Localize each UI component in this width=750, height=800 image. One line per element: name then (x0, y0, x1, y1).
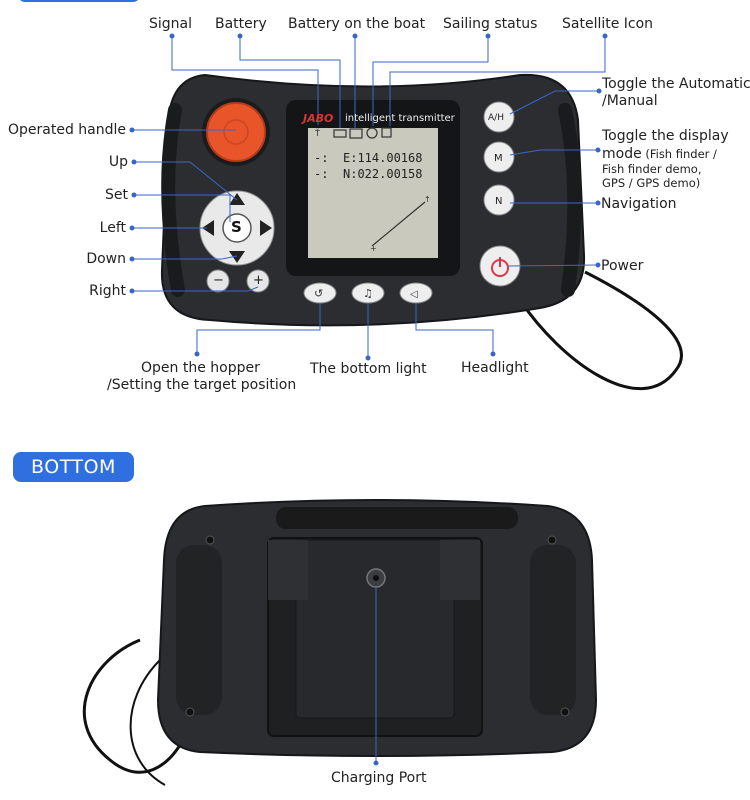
screw-br (560, 707, 570, 717)
lcd-sailing-icon (366, 127, 378, 139)
device-title: intelligent transmitter (345, 113, 455, 124)
screw-tr (547, 535, 557, 545)
label-toggle-display-2: mode (Fish finder / (602, 146, 717, 163)
label-sailing-status: Sailing status (443, 16, 538, 32)
label-toggle-display-mode: mode (602, 146, 642, 162)
bottom-grip-right (530, 545, 576, 715)
clip-tab-left (268, 540, 308, 600)
label-operated-handle: Operated handle (7, 122, 126, 138)
headlight-icon: ◁ (410, 289, 418, 300)
lcd-prefix-1: -: (314, 151, 329, 165)
label-signal: Signal (149, 16, 193, 32)
right-grip (558, 103, 582, 297)
label-headlight: Headlight (461, 360, 529, 376)
bottom-strap-2 (129, 659, 166, 786)
leader-lines (132, 36, 606, 358)
set-button-label: S (231, 218, 242, 236)
bottom-strap (82, 638, 190, 774)
lcd-boat-battery-icon (349, 128, 363, 139)
lcd-satellite-icon (381, 127, 392, 138)
bottom-grip-left (176, 545, 222, 715)
clip (295, 539, 455, 719)
m-button[interactable] (483, 141, 515, 173)
minus-label: − (213, 273, 224, 288)
down-arrow-icon[interactable] (229, 251, 245, 263)
label-battery-boat: Battery on the boat (288, 16, 426, 32)
lcd-battery-icon (333, 129, 347, 138)
label-toggle-display-3: Fish finder demo, (602, 162, 702, 176)
screw-bl (185, 707, 195, 717)
label-toggle-auto-1: Toggle the Automatic (602, 76, 750, 92)
label-satellite-icon: Satellite Icon (562, 16, 654, 32)
lcd-line-1: E:114.00168 (343, 151, 423, 165)
clip-tab-right (440, 540, 480, 600)
label-toggle-display-1: Toggle the display (602, 128, 729, 144)
lcd-signal-icon: Ť (314, 128, 320, 138)
label-right: Right (89, 283, 126, 299)
bell-icon: ♫ (363, 287, 373, 300)
lcd-prefix-2: -: (314, 167, 329, 181)
label-toggle-auto-2: /Manual (602, 93, 658, 109)
label-down: Down (86, 251, 126, 267)
label-left: Left (99, 220, 126, 236)
lcd-line-2: N:022.00158 (343, 167, 423, 181)
lcd-screen (308, 128, 438, 258)
minus-button[interactable] (206, 269, 230, 293)
leader-dots (129, 33, 608, 766)
operated-handle-knob[interactable] (206, 102, 266, 162)
hopper-icon: ↺ (314, 287, 323, 300)
label-toggle-display-sub: (Fish finder / (641, 147, 717, 161)
n-button[interactable] (483, 184, 515, 216)
antenna (276, 507, 518, 529)
label-up: Up (108, 154, 128, 170)
right-arrow-icon[interactable] (260, 220, 272, 236)
label-battery: Battery (215, 16, 267, 32)
n-button-label: N (495, 196, 503, 207)
handle-ring (223, 119, 249, 145)
brand-logo: JABO (303, 112, 334, 125)
label-hopper-1: Open the hopper (141, 360, 260, 376)
left-arrow-icon[interactable] (202, 220, 214, 236)
plus-button[interactable] (246, 269, 270, 293)
up-arrow-icon[interactable] (229, 193, 245, 205)
label-charging-port: Charging Port (331, 770, 427, 786)
m-button-label: M (494, 153, 503, 164)
label-navigation: Navigation (601, 196, 677, 212)
ah-button-label: A/H (488, 113, 504, 123)
label-bottom-light: The bottom light (310, 361, 427, 377)
top-accent-bar (18, 0, 140, 2)
screw-tl (205, 535, 215, 545)
plus-label: + (253, 273, 264, 288)
lcd-end-mark: ↑ (424, 195, 431, 204)
ah-button[interactable] (483, 101, 515, 133)
label-hopper-2: /Setting the target position (107, 377, 297, 393)
label-set: Set (105, 187, 128, 203)
label-power: Power (601, 258, 644, 274)
strap (518, 270, 683, 391)
lcd-start-mark: + (370, 244, 377, 253)
lcd-track (371, 201, 426, 247)
label-toggle-display-4: GPS / GPS demo) (602, 176, 701, 190)
section-badge-bottom: BOTTOM (13, 452, 134, 482)
charging-port-hole (373, 575, 379, 581)
